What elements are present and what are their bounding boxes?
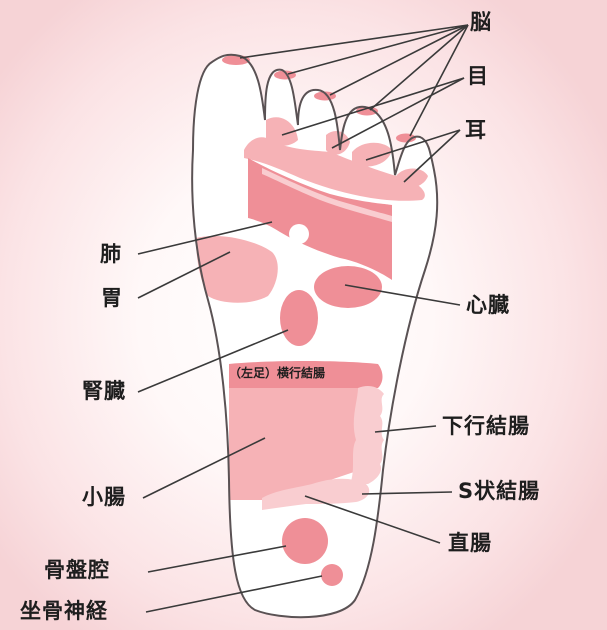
label-eye: 目	[467, 66, 489, 87]
label-rectum: 直腸	[448, 533, 492, 554]
label-descending-colon: 下行結腸	[442, 416, 530, 437]
label-ear: 耳	[465, 120, 487, 141]
label-brain: 脳	[470, 12, 492, 33]
solar-plexus-spot	[289, 224, 309, 244]
pelvis-zone	[282, 518, 328, 564]
label-transverse-colon: （左足）横行結腸	[229, 367, 325, 379]
label-heart: 心臓	[466, 295, 510, 316]
label-kidney: 腎臓	[82, 381, 126, 402]
label-stomach: 胃	[101, 288, 123, 309]
label-small-intestine: 小腸	[82, 487, 126, 508]
heart-zone	[314, 266, 382, 308]
label-pelvis: 骨盤腔	[44, 560, 110, 581]
sciatic-nerve-zone	[321, 564, 343, 586]
label-lung: 肺	[100, 244, 122, 265]
kidney-zone	[280, 290, 318, 346]
label-sigmoid-colon: S状結腸	[458, 481, 540, 502]
leader-brain-2	[288, 25, 468, 74]
label-sciatic-nerve: 坐骨神経	[20, 601, 108, 622]
